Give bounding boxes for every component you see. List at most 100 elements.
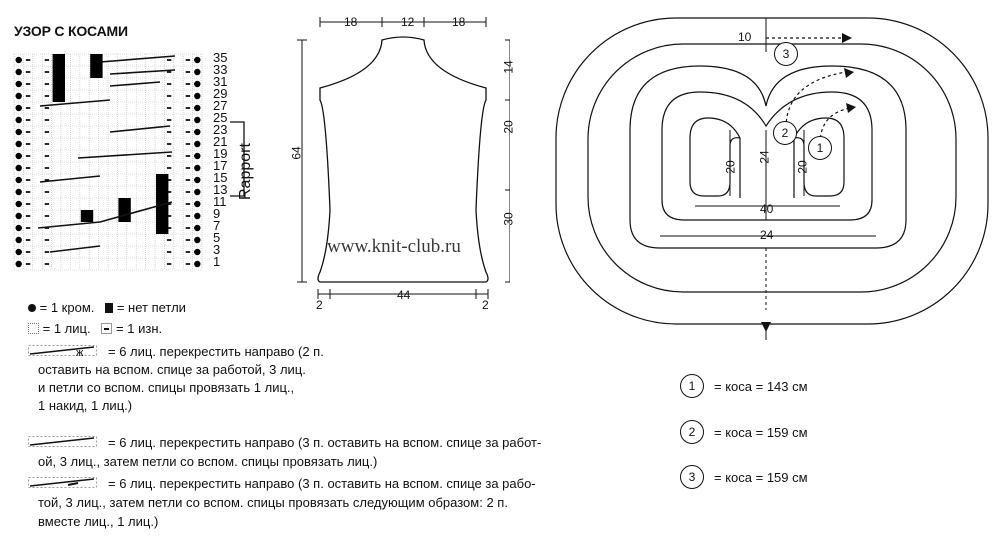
kromka-dot	[15, 152, 22, 160]
kromka-dot	[15, 176, 22, 184]
chart-grid	[13, 53, 203, 271]
row-number: 17	[213, 158, 228, 173]
scheme-dim-inner-width: 40	[760, 202, 774, 216]
row-number: 31	[213, 74, 228, 89]
cable-cross-line	[39, 99, 111, 107]
row-number: 15	[213, 170, 228, 185]
legend-cable3-l2: той, 3 лиц., затем петли со вспом. спицы…	[38, 495, 508, 510]
kromka-dot	[194, 164, 201, 172]
kromka-dot	[194, 128, 201, 136]
legend-cable1-l3: и петли со вспом. спицы провязать 1 лиц.…	[38, 380, 295, 395]
cable-cross-line	[109, 69, 176, 75]
legend-cable1-l4: 1 накид, 1 лиц.)	[38, 398, 133, 413]
legend-no-loop: = нет петли	[116, 300, 186, 315]
kromka-dot	[194, 56, 201, 64]
cable-cross-line	[109, 125, 171, 133]
row-number: 13	[213, 182, 228, 197]
kromka-dot	[15, 224, 22, 232]
kromka-dot	[15, 248, 22, 256]
cable-cross-line	[77, 151, 173, 159]
no-loop-cell	[52, 54, 65, 102]
kromka-dot	[194, 248, 201, 256]
svg-text:ж: ж	[76, 347, 84, 358]
dim-bottom-right: 2	[482, 298, 489, 312]
row-number: 19	[213, 146, 228, 161]
dim-top-mid: 12	[401, 15, 415, 29]
cable-text-1: = коса = 143 см	[714, 379, 808, 394]
kromka-dot	[194, 68, 201, 76]
row-number: 7	[213, 218, 221, 233]
cable-cross-line	[37, 221, 101, 229]
row-number: 3	[213, 242, 221, 257]
cable-scheme	[555, 17, 989, 340]
kromka-dot	[194, 188, 201, 196]
dim-top-right: 18	[452, 15, 466, 29]
row-number: 11	[213, 194, 227, 209]
rapport-bracket	[230, 121, 245, 197]
cable3-symbol	[28, 477, 97, 488]
row-number: 35	[213, 50, 228, 65]
cable2-symbol	[28, 436, 97, 447]
scheme-marker-2: 2	[773, 121, 797, 145]
row-number: 27	[213, 98, 228, 113]
cable-num-3: 3	[680, 465, 704, 489]
kromka-dot	[15, 140, 22, 148]
kromka-dot	[194, 116, 201, 124]
cable-cross-line	[99, 201, 173, 223]
row-number: 1	[213, 254, 221, 269]
kromka-dot	[15, 56, 22, 64]
legend-knit: = 1 лиц.	[42, 321, 91, 336]
no-loop-cell	[80, 210, 94, 222]
cable-cross-line	[99, 55, 176, 63]
kromka-dot	[15, 236, 22, 244]
no-loop-cell	[90, 54, 103, 78]
kromka-dot	[194, 104, 201, 112]
kromka-dot	[194, 200, 201, 208]
scheme-dim-top: 10	[738, 30, 752, 44]
watermark: www.knit-club.ru	[327, 236, 461, 257]
kromka-dot	[194, 260, 201, 268]
kromka-dot	[15, 92, 22, 100]
cable-num-2: 2	[680, 420, 704, 444]
no-loop-symbol	[105, 303, 114, 313]
cable1-symbol: ж	[28, 345, 97, 358]
row-number: 25	[213, 110, 228, 125]
dim-bottom-left: 2	[316, 298, 323, 312]
cable-cross-line	[109, 81, 161, 87]
kromka-dot	[15, 80, 22, 88]
kromka-dot	[194, 236, 201, 244]
row-number: 21	[213, 134, 228, 149]
garment-outline	[297, 17, 510, 299]
legend-cable2-l2: ой, 3 лиц., затем петли со вспом. спицы …	[38, 454, 378, 469]
legend-kromka: = 1 кром.	[39, 300, 95, 315]
kromka-dot	[15, 260, 22, 268]
legend-cable1-l1: = 6 лиц. перекрестить направо (2 п.	[108, 344, 324, 359]
kromka-dot	[194, 92, 201, 100]
cable-text-2: = коса = 159 см	[714, 425, 808, 440]
legend-cable3-l3: вместе лиц., 1 лиц.)	[38, 514, 159, 529]
scheme-dim-bottom-width: 24	[760, 228, 774, 242]
cable-num-1: 1	[680, 374, 704, 398]
dim-right-bottom: 30	[501, 212, 516, 226]
legend-cable3-l1: = 6 лиц. перекрестить направо (3 п. оста…	[108, 476, 536, 491]
scheme-dim-right-inner: 20	[795, 160, 810, 174]
kromka-dot	[194, 80, 201, 88]
kromka-dot	[15, 116, 22, 124]
dim-right-mid: 20	[501, 120, 516, 134]
kromka-dot	[194, 224, 201, 232]
knit-symbol	[28, 323, 39, 334]
kromka-dot	[194, 176, 201, 184]
kromka-dot	[15, 188, 22, 196]
kromka-dot	[15, 164, 22, 172]
dim-top-left: 18	[344, 15, 358, 29]
cable-text-3: = коса = 159 см	[714, 470, 808, 485]
row-number: 5	[213, 230, 221, 245]
row-number: 23	[213, 122, 228, 137]
legend-row-2: = 1 лиц. = 1 изн.	[28, 320, 162, 337]
legend-purl: = 1 изн.	[116, 321, 163, 336]
pattern-title: УЗОР С КОСАМИ	[14, 23, 128, 39]
legend-cable2-l1: = 6 лиц. перекрестить направо (3 п. оста…	[108, 435, 542, 450]
legend-row-1: = 1 кром. = нет петли	[28, 299, 186, 316]
scheme-dim-center: 24	[757, 150, 772, 164]
